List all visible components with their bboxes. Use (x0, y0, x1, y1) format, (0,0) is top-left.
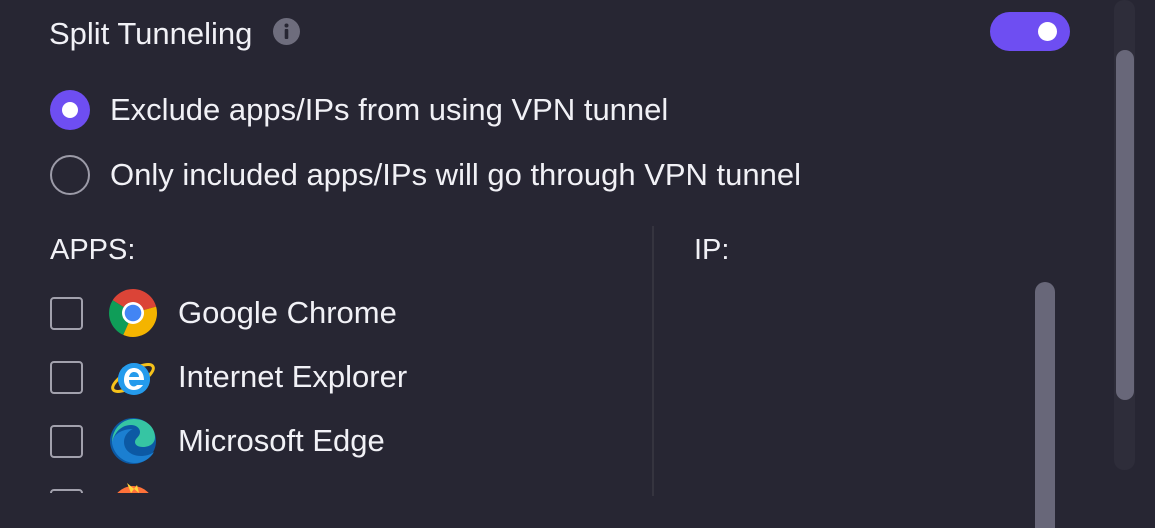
apps-section-label: APPS: (50, 234, 136, 266)
app-name: Internet Explorer (178, 359, 408, 394)
ip-list-scrollbar-thumb[interactable] (1035, 282, 1055, 528)
app-checkbox[interactable] (50, 489, 83, 493)
info-icon[interactable] (273, 18, 300, 45)
list-item: Microsoft Edge (50, 411, 640, 464)
app-checkbox[interactable] (50, 297, 83, 330)
mode-option-label: Only included apps/IPs will go through V… (110, 157, 802, 192)
section-title: Split Tunneling (49, 16, 253, 51)
radio-button-selected[interactable] (50, 90, 90, 130)
ip-section-label: IP: (694, 234, 730, 266)
chrome-icon (109, 289, 157, 337)
apps-list: Google Chrome Internet Explorer Microsof… (50, 283, 640, 493)
radio-button-unselected[interactable] (50, 155, 90, 195)
edge-icon (110, 418, 156, 464)
list-item: Google Chrome (50, 283, 640, 337)
internet-explorer-icon (111, 363, 155, 395)
app-name: Mozilla Firefox (178, 485, 378, 493)
app-name: Google Chrome (178, 295, 397, 330)
mode-option-label: Exclude apps/IPs from using VPN tunnel (110, 92, 669, 127)
panel-scrollbar-thumb[interactable] (1116, 50, 1134, 400)
column-divider (652, 226, 654, 496)
list-item: Internet Explorer (50, 347, 640, 397)
list-item: Mozilla Firefox (50, 475, 640, 493)
toggle-knob (1038, 22, 1057, 41)
split-tunneling-toggle[interactable] (990, 12, 1070, 51)
app-checkbox[interactable] (50, 425, 83, 458)
app-name: Microsoft Edge (178, 423, 385, 458)
app-checkbox[interactable] (50, 361, 83, 394)
firefox-icon (117, 483, 149, 493)
